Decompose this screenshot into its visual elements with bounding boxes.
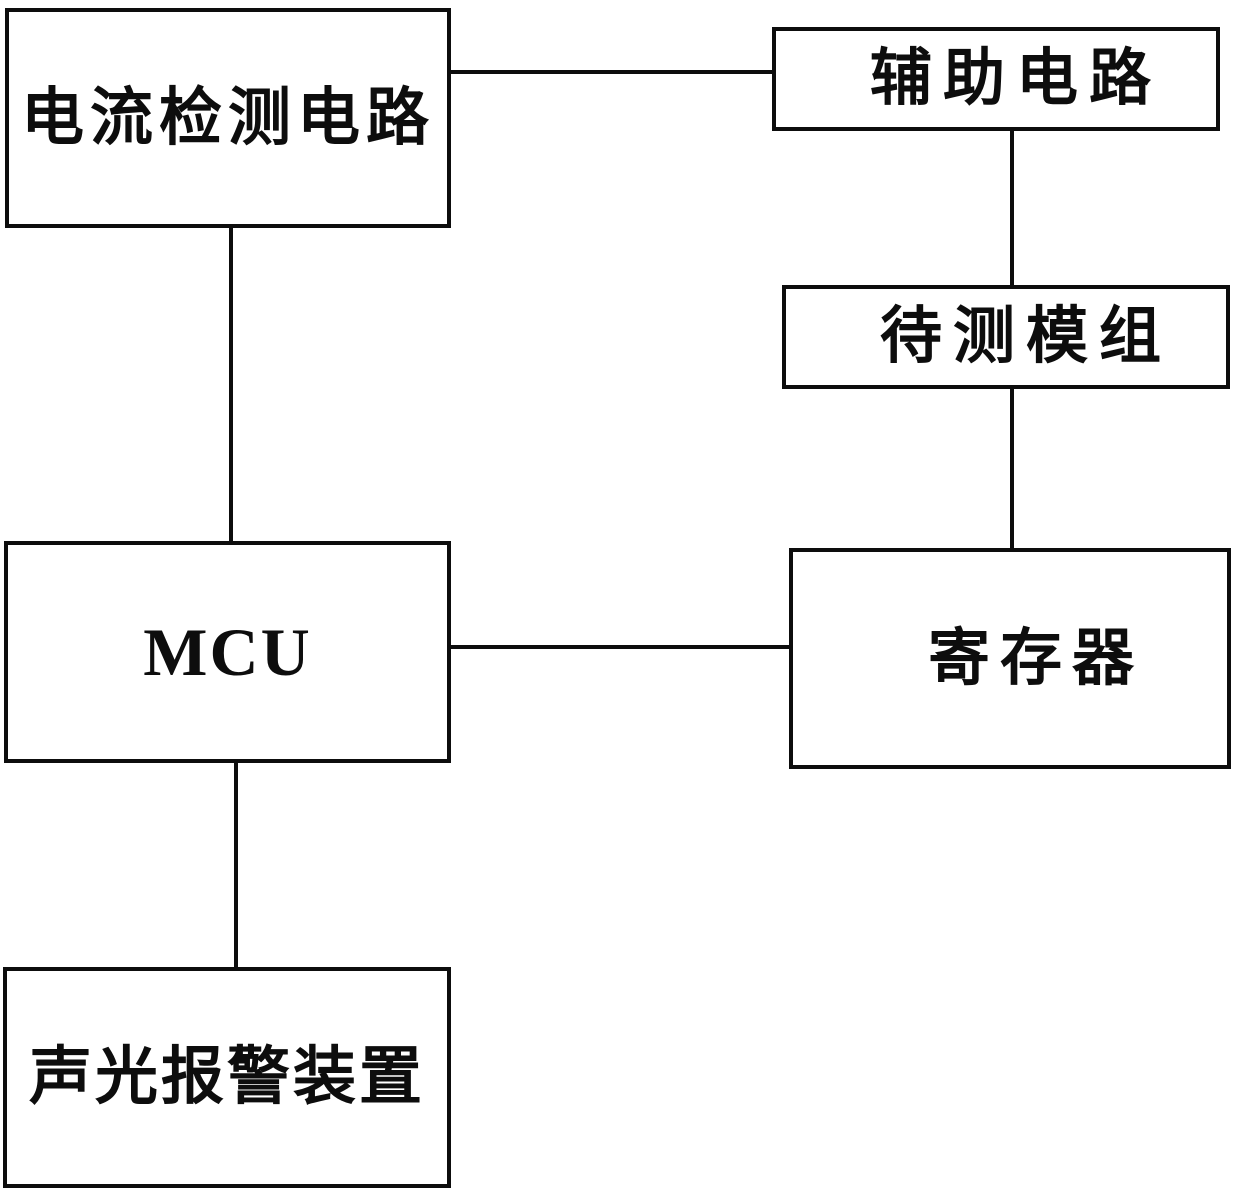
block-current-detection-circuit: 电流检测电路 (5, 8, 451, 228)
connector-module-under-test-to-register (1010, 387, 1014, 550)
connector-mcu-to-register (449, 645, 791, 649)
block-sound-light-alarm-device: 声光报警装置 (3, 967, 451, 1188)
connector-mcu-to-alarm-device (234, 761, 238, 969)
connector-current-detection-to-mcu (229, 226, 233, 543)
block-sound-light-alarm-device-label: 声光报警装置 (29, 1042, 425, 1112)
block-register: 寄存器 (789, 548, 1231, 769)
connector-auxiliary-circuit-to-module-under-test (1010, 129, 1014, 287)
block-module-under-test: 待测模组 (782, 285, 1230, 389)
connector-current-detection-to-auxiliary-circuit (449, 70, 773, 74)
block-mcu: MCU (4, 541, 451, 763)
block-mcu-label: MCU (143, 614, 312, 690)
block-auxiliary-circuit-label: 辅助电路 (869, 45, 1162, 113)
block-auxiliary-circuit: 辅助电路 (772, 27, 1220, 131)
block-register-label: 寄存器 (927, 624, 1144, 693)
block-current-detection-circuit-label: 电流检测电路 (21, 82, 435, 153)
block-module-under-test-label: 待测模组 (879, 303, 1172, 371)
